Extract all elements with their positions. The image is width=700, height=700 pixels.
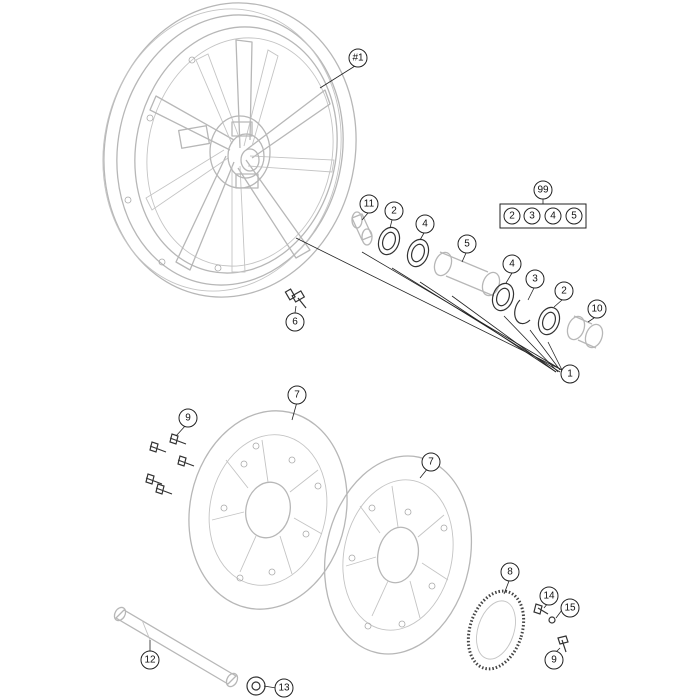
svg-text:8: 8	[507, 567, 513, 578]
abs-sensor-ring-8	[466, 589, 526, 671]
callout-2a[interactable]: 2	[384, 201, 404, 221]
svg-text:2: 2	[509, 211, 515, 222]
callout-5[interactable]: 5	[457, 234, 477, 254]
bearing-part-2a	[377, 226, 401, 256]
svg-text:3: 3	[529, 211, 535, 222]
kit-item-5[interactable]: 5	[565, 207, 583, 225]
svg-text:1: 1	[567, 369, 573, 380]
callout-4a[interactable]: 4	[415, 214, 435, 234]
callout-9b[interactable]: 9	[544, 650, 564, 670]
front-axle-12	[113, 606, 239, 688]
wheel-rim-bolts	[124, 56, 222, 272]
svg-text:4: 4	[550, 211, 556, 222]
callout-11[interactable]: 11	[359, 194, 379, 214]
small-bolt-14	[533, 603, 549, 615]
callout-12[interactable]: 12	[140, 650, 160, 670]
callout-9a[interactable]: 9	[178, 408, 198, 428]
bolt-9-lower	[557, 635, 569, 653]
circlip-part-3	[514, 299, 531, 325]
callout-99[interactable]: 99	[533, 180, 553, 200]
brake-disc-7-right	[323, 455, 473, 655]
seal-part-4a	[406, 238, 430, 268]
callout-1[interactable]: 1	[560, 364, 580, 384]
callout-4b[interactable]: 4	[502, 254, 522, 274]
svg-text:7: 7	[428, 457, 434, 468]
svg-text:7: 7	[294, 390, 300, 401]
svg-text:2: 2	[561, 286, 567, 297]
kit-item-3[interactable]: 3	[523, 207, 541, 225]
svg-text:4: 4	[422, 219, 428, 230]
spacer-part-10	[566, 315, 604, 349]
svg-text:9: 9	[551, 655, 557, 666]
callout-6[interactable]: 6	[285, 312, 305, 332]
svg-text:12: 12	[144, 655, 156, 666]
svg-text:3: 3	[532, 274, 538, 285]
svg-text:2: 2	[391, 206, 397, 217]
svg-text:4: 4	[509, 259, 515, 270]
callout-13[interactable]: 13	[274, 678, 294, 698]
kit-item-4[interactable]: 4	[544, 207, 562, 225]
axle-nut-13	[246, 676, 266, 696]
spacer-sleeve-part-5	[433, 251, 501, 297]
svg-text:15: 15	[564, 603, 576, 614]
washer-15	[548, 616, 556, 624]
svg-text:10: 10	[591, 304, 603, 315]
axle-center-line	[295, 237, 563, 371]
bearing-part-2b	[537, 306, 561, 336]
svg-text:5: 5	[464, 239, 470, 250]
svg-text:#1: #1	[352, 53, 364, 64]
callout-2b[interactable]: 2	[554, 281, 574, 301]
svg-text:6: 6	[292, 317, 298, 328]
callout-3[interactable]: 3	[525, 269, 545, 289]
svg-text:13: 13	[278, 683, 290, 694]
callout-15[interactable]: 15	[560, 598, 580, 618]
svg-text:11: 11	[364, 199, 375, 210]
seal-part-4b	[491, 282, 515, 312]
svg-text:5: 5	[571, 211, 577, 222]
callout-14[interactable]: 14	[539, 586, 559, 606]
callout-10[interactable]: 10	[587, 299, 607, 319]
spacer-part-11	[351, 211, 373, 246]
callout-wheel[interactable]: #1	[348, 48, 368, 68]
wheel-hub	[177, 115, 271, 189]
wheel-rim	[102, 2, 357, 298]
brake-disc-7-left	[188, 410, 348, 610]
disc-bolts-9	[145, 433, 195, 495]
callout-7b[interactable]: 7	[421, 452, 441, 472]
leader-lines	[149, 65, 595, 689]
svg-text:9: 9	[185, 413, 191, 424]
svg-text:99: 99	[537, 185, 549, 196]
valve-part	[284, 288, 307, 309]
kit-item-2[interactable]: 2	[503, 207, 521, 225]
wheel-spokes	[145, 39, 335, 273]
svg-text:14: 14	[543, 591, 555, 602]
callout-8[interactable]: 8	[500, 562, 520, 582]
callout-7a[interactable]: 7	[287, 385, 307, 405]
